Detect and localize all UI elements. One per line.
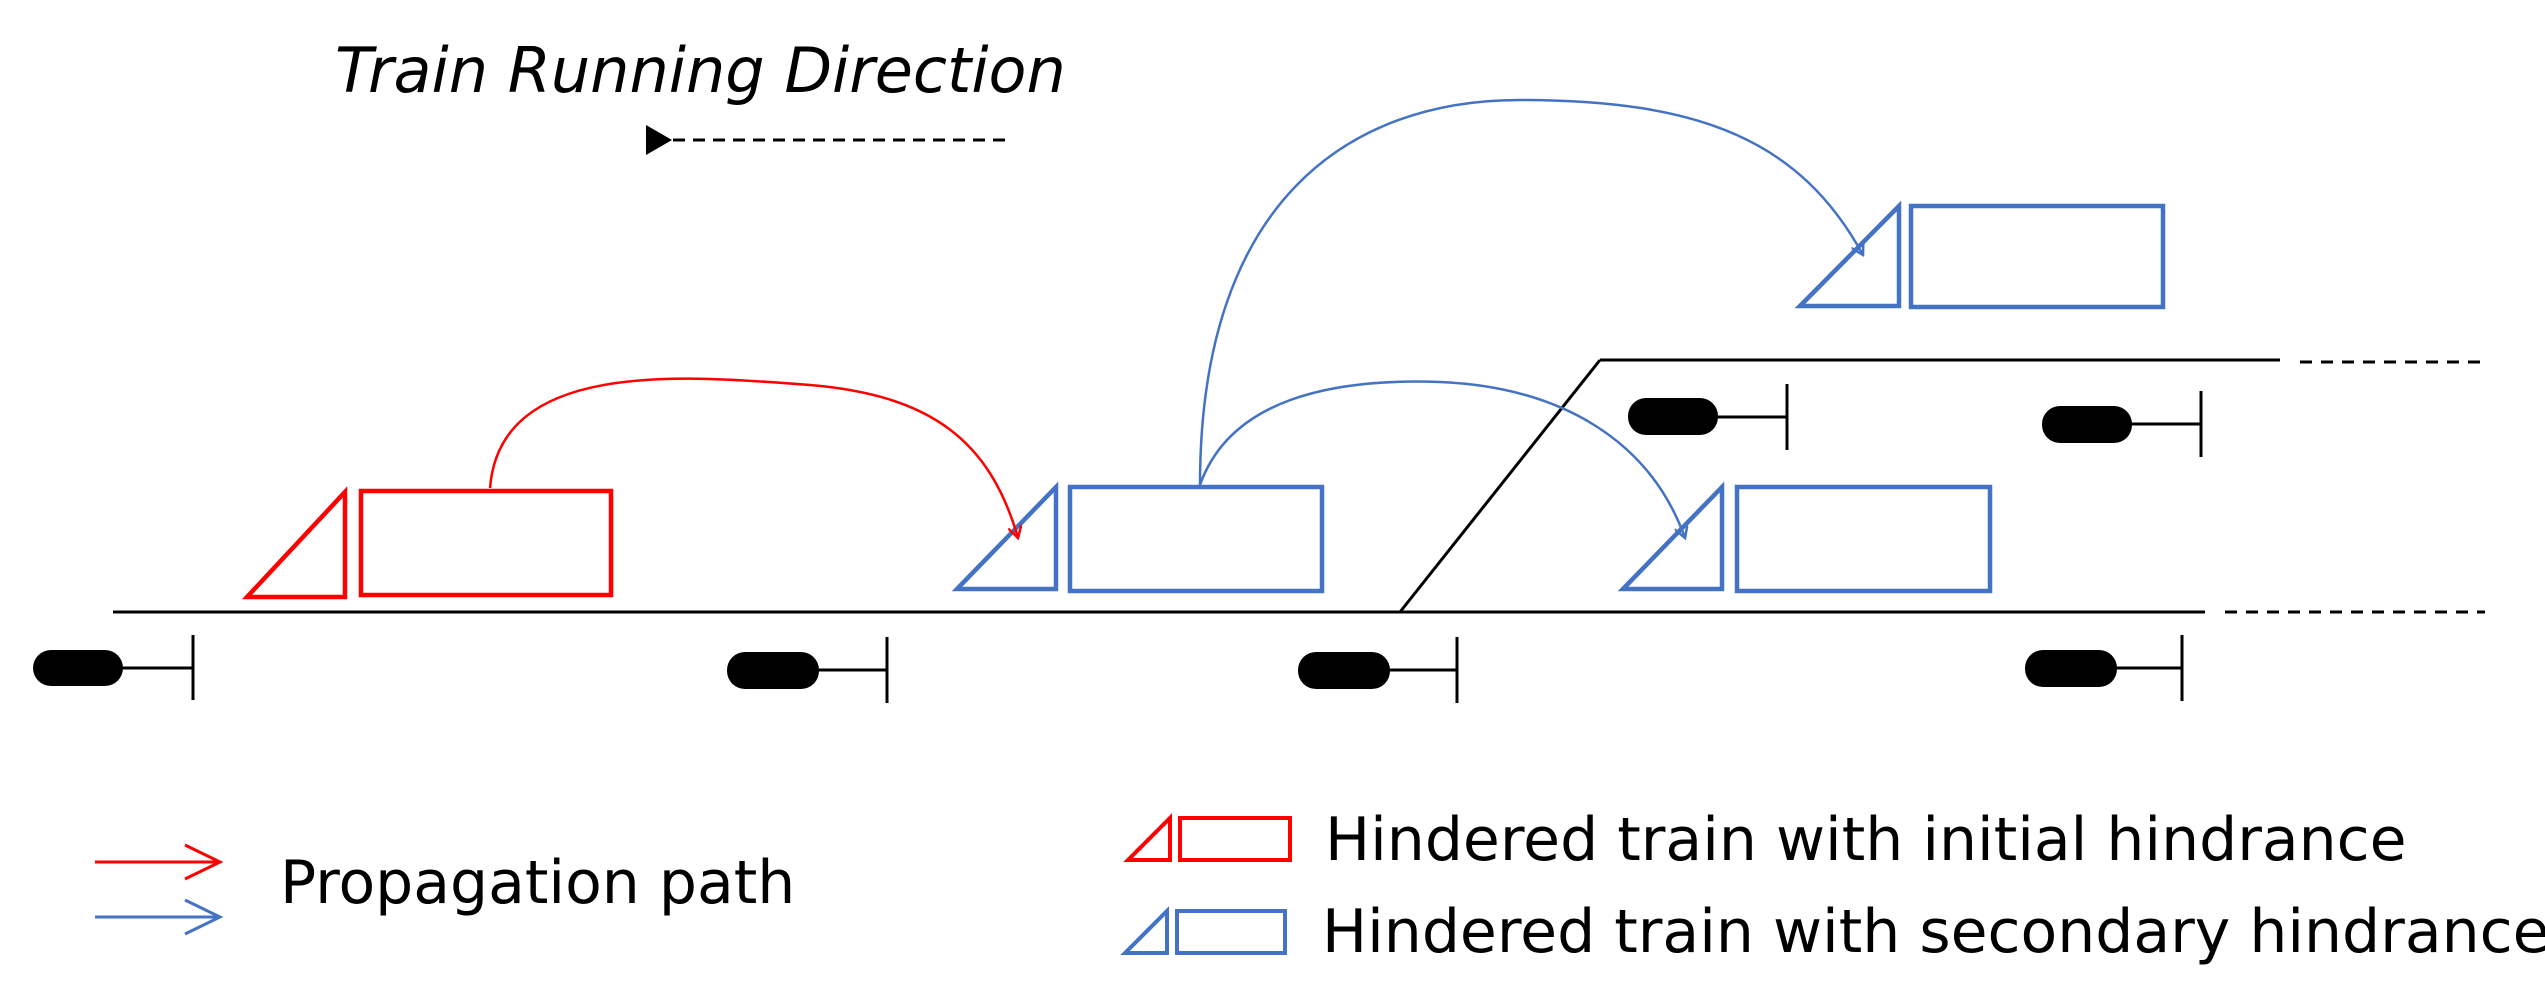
train-front [951, 481, 1059, 592]
train-secondary-branch [1794, 200, 2166, 310]
train-body [1734, 484, 1993, 594]
propagation-arrow-middle-to-main-right [1198, 380, 1685, 538]
signal-icon [33, 635, 195, 700]
direction-title: Train Running Direction [335, 34, 1066, 107]
train-body [1067, 484, 1325, 594]
train-secondary-main-right [1617, 481, 1993, 594]
signal-icon [1298, 637, 1459, 703]
signal-icon [2042, 391, 2203, 457]
signal-icon [1628, 384, 1789, 450]
train-front [1617, 481, 1725, 592]
legend-initial-train-icon [1123, 813, 1292, 862]
signal-icon [727, 637, 889, 703]
tracks [113, 358, 2485, 614]
legend: Propagation path Hindered train with ini… [95, 805, 2545, 967]
train-front [241, 486, 348, 600]
legend-initial-hindrance-label: Hindered train with initial hindrance [1325, 805, 2407, 875]
switch-track [1398, 359, 1602, 613]
propagation-arrow-initial-to-middle [488, 377, 1018, 538]
legend-propagation-path-label: Propagation path [280, 848, 795, 918]
train-body [358, 488, 614, 598]
legend-secondary-hindrance-label: Hindered train with secondary hindrance [1322, 897, 2545, 967]
legend-arrow-red-icon [95, 843, 224, 881]
signals [33, 384, 2203, 703]
train-front [1794, 200, 1902, 309]
train-body [1908, 203, 2166, 310]
propagation-arrow-middle-to-branch [1198, 98, 1863, 486]
train-secondary-middle [951, 481, 1325, 594]
legend-arrow-blue-icon [95, 898, 224, 936]
legend-secondary-train-icon [1120, 906, 1287, 955]
signal-icon [2025, 635, 2184, 701]
train-initial-hindrance [241, 486, 614, 600]
propagation-paths [488, 98, 1863, 538]
